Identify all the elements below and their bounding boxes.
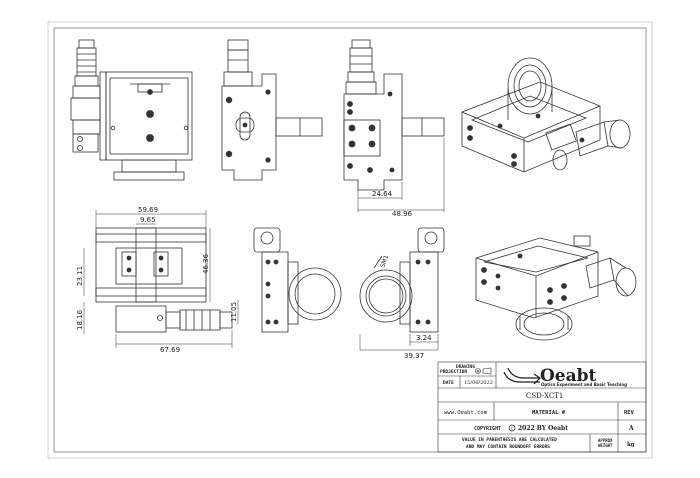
end-view-1 [253,227,342,333]
side-view-2 [343,39,445,191]
note-line-1: VALUE IN PARENTHESIS ARE CALCULATED [462,437,557,443]
top-view [95,227,233,333]
rev-label: REV [624,410,635,416]
dimension-lines-middle [83,210,239,348]
dimension-lines-end [359,334,439,351]
dim-46-36: 46.36 [202,253,210,274]
date-value: 15/06/2022 [464,380,493,386]
logo-tagline: Optics Experiment and Basic Teaching [541,382,627,387]
projection-symbol-icon [475,367,492,375]
rev-value: A [628,425,634,432]
dim-67-69: 67.69 [160,346,180,354]
inner-border [53,27,647,453]
dim-48-96: 48.96 [392,210,413,218]
dim-39-37: 39.37 [404,352,424,360]
title-block [437,361,647,453]
end-view-2 [359,227,445,333]
date-label: DATE [443,380,454,386]
copyright-icon: c [508,424,516,432]
copyright-owner: 2022 BY Oeabt [518,425,568,432]
dim-23-11: 23.11 [76,266,84,286]
note-line-2: AND MAY CONTAIN ROUNDOFF ERRORS [466,444,550,450]
part-number: CSD-XCT1 [526,392,563,400]
dim-9-65: 9.65 [140,216,156,224]
website: www.Oeabt.com [444,410,488,416]
dim-24-64: 24.64 [372,190,393,198]
approx-label-1: APPROX [598,438,613,443]
weight-unit: kg [627,442,635,448]
isometric-view-2 [475,235,637,341]
side-view-1 [221,39,323,181]
dim-3-24: 3.24 [416,334,432,342]
front-view [70,39,193,181]
oeabt-logo-icon [503,367,541,385]
dim-11-05: 11.05 [230,302,238,322]
isometric-view-1 [461,57,631,173]
dim-18-16: 18.16 [76,309,84,330]
copyright-label: COPYRIGHT [474,426,501,432]
dim-sm1: SM1 [379,254,390,269]
svg-text:c: c [511,426,513,431]
projection-label-2: PROJECTION [440,369,467,375]
logo-text: Oeabt [540,366,597,386]
dim-59-69: 59.69 [138,206,158,214]
approx-label-2: WEIGHT [598,443,613,448]
material-label: MATERIAL # [532,410,566,416]
projection-label-1: DRAWING [456,364,475,370]
dimension-lines-top [357,138,445,212]
outer-border [47,21,653,459]
